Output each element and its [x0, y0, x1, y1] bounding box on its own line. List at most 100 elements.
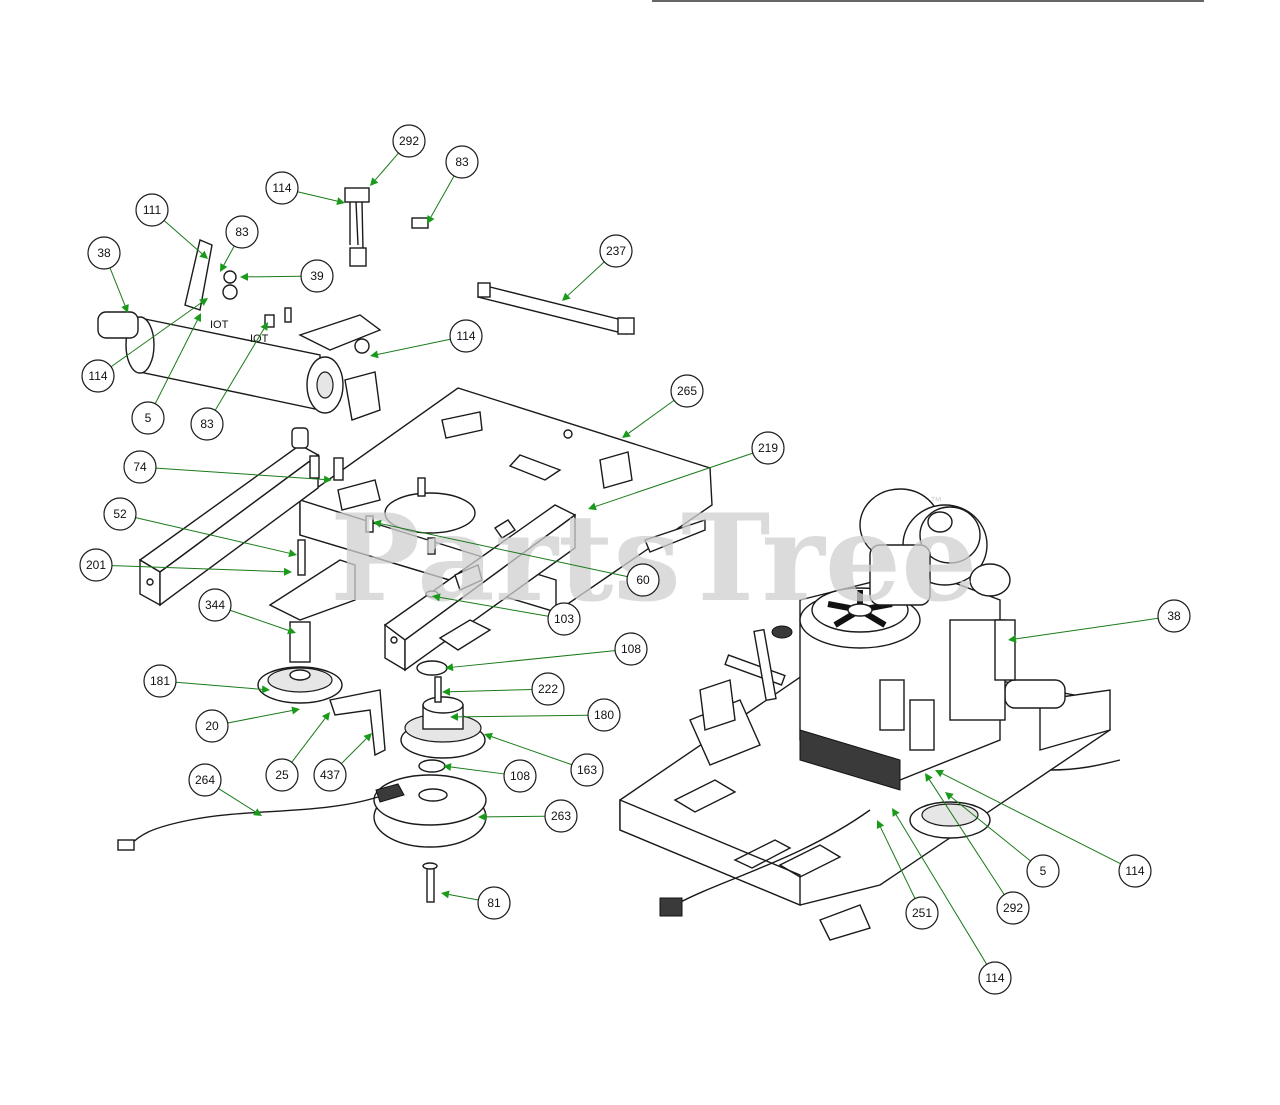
callout-label: 83 [235, 225, 249, 239]
leader-arrowhead-181 [261, 685, 270, 694]
leader-line-108 [452, 650, 616, 668]
svg-text:IOT: IOT [210, 319, 229, 331]
callout-83[interactable]: 83 [225, 215, 259, 249]
callout-circle [544, 799, 578, 833]
callout-label: 181 [150, 674, 170, 688]
leader-line-83 [214, 328, 265, 411]
callout-222[interactable]: 222 [531, 672, 565, 706]
leader-line-5 [154, 319, 198, 404]
leader-line-38 [1015, 617, 1159, 640]
callout-263[interactable]: 263 [544, 799, 578, 833]
leader-arrowhead-83 [220, 263, 228, 272]
leader-line-201 [111, 565, 285, 573]
leader-line-25 [291, 718, 326, 763]
callout-label: 81 [487, 896, 501, 910]
air-filter [859, 488, 1011, 606]
callout-111[interactable]: 111 [135, 193, 169, 227]
callout-114[interactable]: 114 [978, 961, 1012, 995]
callout-circle [449, 319, 483, 353]
callout-292[interactable]: 292 [996, 891, 1030, 925]
callout-circle [670, 374, 704, 408]
leader-line-437 [340, 738, 367, 765]
callout-103[interactable]: 103 [547, 602, 581, 636]
callout-circle [1157, 599, 1191, 633]
leader-arrowhead-292 [370, 177, 379, 186]
callout-81[interactable]: 81 [477, 886, 511, 920]
callout-circle [503, 759, 537, 793]
callout-circle [190, 407, 224, 441]
leader-arrowhead-83 [427, 215, 435, 224]
callout-180[interactable]: 180 [587, 698, 621, 732]
callout-label: 437 [320, 768, 340, 782]
callout-83[interactable]: 83 [445, 145, 479, 179]
svg-text:IOT: IOT [250, 333, 269, 345]
watermark: PartsTree ™ [330, 488, 977, 629]
callout-circle [477, 886, 511, 920]
callout-label: 5 [145, 411, 152, 425]
callout-label: 222 [538, 682, 558, 696]
bracket-437 [329, 689, 386, 757]
callout-circle [1026, 854, 1060, 888]
callout-circle [626, 563, 660, 597]
callout-292[interactable]: 292 [392, 124, 426, 158]
leader-line-263 [485, 815, 546, 818]
callout-74[interactable]: 74 [123, 450, 157, 484]
leader-line-219 [595, 452, 754, 507]
leader-arrowhead-38 [121, 304, 129, 313]
callout-108[interactable]: 108 [614, 632, 648, 666]
callout-83[interactable]: 83 [190, 407, 224, 441]
leader-line-74 [155, 467, 325, 480]
callout-label: 237 [606, 244, 626, 258]
callout-219[interactable]: 219 [751, 431, 785, 465]
leader-line-103 [439, 596, 549, 617]
leader-arrowhead-437 [363, 733, 372, 742]
leader-line-111 [163, 220, 203, 255]
callout-circle [79, 548, 113, 582]
callout-20[interactable]: 20 [195, 709, 229, 743]
callout-circle [905, 896, 939, 930]
bolt-81 [422, 862, 438, 903]
callout-437[interactable]: 437 [313, 758, 347, 792]
callout-114[interactable]: 114 [1118, 854, 1152, 888]
callout-circle [751, 431, 785, 465]
leader-line-180 [457, 714, 589, 718]
callout-114[interactable]: 114 [81, 359, 115, 393]
callout-38[interactable]: 38 [1157, 599, 1191, 633]
callout-251[interactable]: 251 [905, 896, 939, 930]
leader-line-251 [880, 826, 916, 899]
callout-circle [599, 234, 633, 268]
callout-163[interactable]: 163 [570, 753, 604, 787]
pto-clutch-263 [373, 774, 487, 848]
callout-181[interactable]: 181 [143, 664, 177, 698]
callout-60[interactable]: 60 [626, 563, 660, 597]
callout-264[interactable]: 264 [188, 763, 222, 797]
leader-arrowhead-237 [562, 292, 571, 301]
callout-344[interactable]: 344 [198, 588, 232, 622]
callout-5[interactable]: 5 [131, 401, 165, 435]
wire-harness-top [344, 187, 370, 267]
leader-line-114 [377, 338, 451, 355]
callout-5[interactable]: 5 [1026, 854, 1060, 888]
callout-circle [996, 891, 1030, 925]
callout-265[interactable]: 265 [670, 374, 704, 408]
callout-114[interactable]: 114 [265, 171, 299, 205]
callout-114[interactable]: 114 [449, 319, 483, 353]
leader-line-292 [928, 779, 1005, 895]
leader-line-237 [567, 261, 605, 296]
callout-201[interactable]: 201 [79, 548, 113, 582]
callout-237[interactable]: 237 [599, 234, 633, 268]
callout-circle [87, 236, 121, 270]
callout-label: 292 [399, 134, 419, 148]
callout-52[interactable]: 52 [103, 497, 137, 531]
callout-25[interactable]: 25 [265, 758, 299, 792]
leader-arrowhead-108 [443, 763, 452, 771]
callout-circle [547, 602, 581, 636]
bolt-83-top [411, 217, 429, 229]
callout-circle [131, 401, 165, 435]
callout-38[interactable]: 38 [87, 236, 121, 270]
leader-arrowhead-5 [945, 792, 954, 801]
muffler-assembly: IOT IOT [97, 239, 382, 449]
callout-108[interactable]: 108 [503, 759, 537, 793]
callout-39[interactable]: 39 [300, 259, 334, 293]
